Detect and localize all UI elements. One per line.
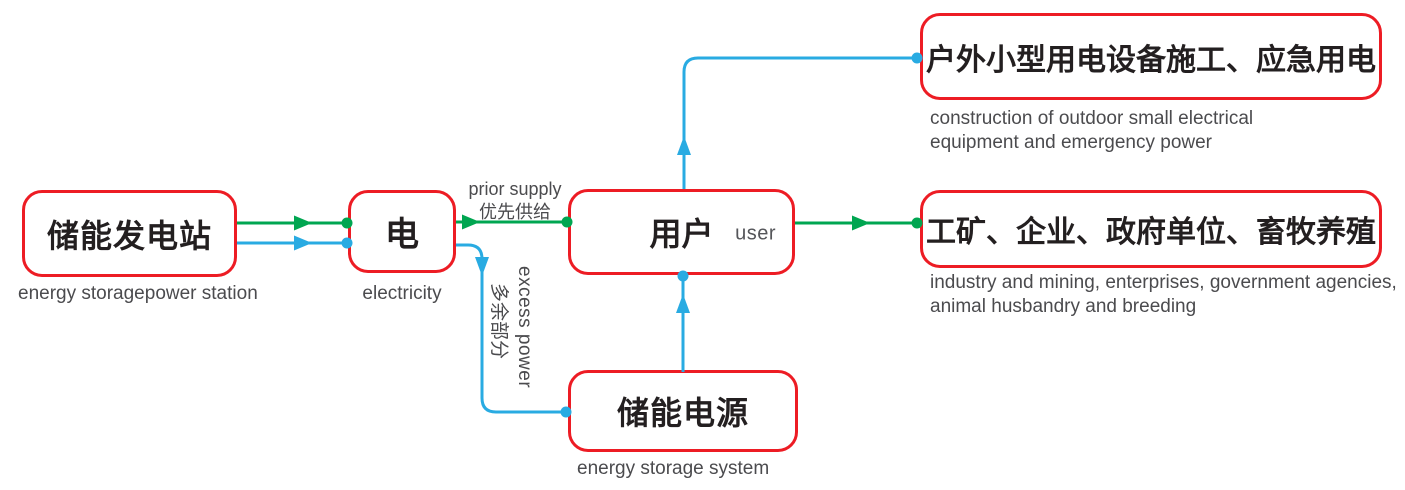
edge-label-prior-supply-zh: 优先供给: [479, 202, 551, 222]
caption-station: energy storagepower station: [18, 283, 258, 304]
node-industry-mining-government: 工矿、企业、政府单位、畜牧养殖: [920, 190, 1382, 268]
arrow-storage-to-user-blue: [676, 270, 690, 372]
arrow-user-to-outdoor-blue: [677, 52, 923, 189]
arrow-electricity-to-storage-blue: [456, 243, 572, 418]
caption-outdoor-line1: construction of outdoor small electrical: [930, 108, 1254, 129]
node-electricity-label: 电: [385, 216, 419, 254]
caption-industry-line1: industry and mining, enterprises, govern…: [930, 272, 1397, 293]
node-energy-storage-power-station: 储能发电站: [22, 190, 237, 277]
node-outdoor-small-equipment: 户外小型用电设备施工、应急用电: [920, 13, 1382, 100]
node-energy-storage-system: 储能电源: [568, 370, 798, 452]
caption-outdoor-line2: equipment and emergency power: [930, 131, 1213, 153]
caption-industry: industry and mining, enterprises, govern…: [930, 271, 1405, 318]
node-user: 用户 user: [568, 189, 795, 275]
arrow-station-to-electricity-blue: [237, 235, 353, 251]
caption-outdoor: construction of outdoor small electrical…: [930, 107, 1330, 154]
arrow-user-to-industry-green: [795, 215, 923, 231]
node-storage-label: 储能电源: [616, 395, 749, 431]
node-user-label-en: user: [735, 222, 776, 245]
caption-electricity: electricity: [362, 283, 442, 304]
caption-industry-line2: animal husbandry and breeding: [930, 295, 1197, 317]
arrow-station-to-electricity-green: [237, 215, 353, 231]
node-industry-label: 工矿、企业、政府单位、畜牧养殖: [926, 216, 1376, 249]
node-electricity: 电: [348, 190, 456, 273]
node-user-label: 用户: [649, 216, 714, 252]
node-station-label: 储能发电站: [46, 217, 212, 254]
arrow-electricity-to-user-green: [456, 214, 573, 230]
edge-label-prior-supply-en: prior supply: [468, 179, 562, 199]
caption-storage: energy storage system: [577, 458, 770, 479]
node-outdoor-label: 户外小型用电设备施工、应急用电: [926, 43, 1376, 77]
